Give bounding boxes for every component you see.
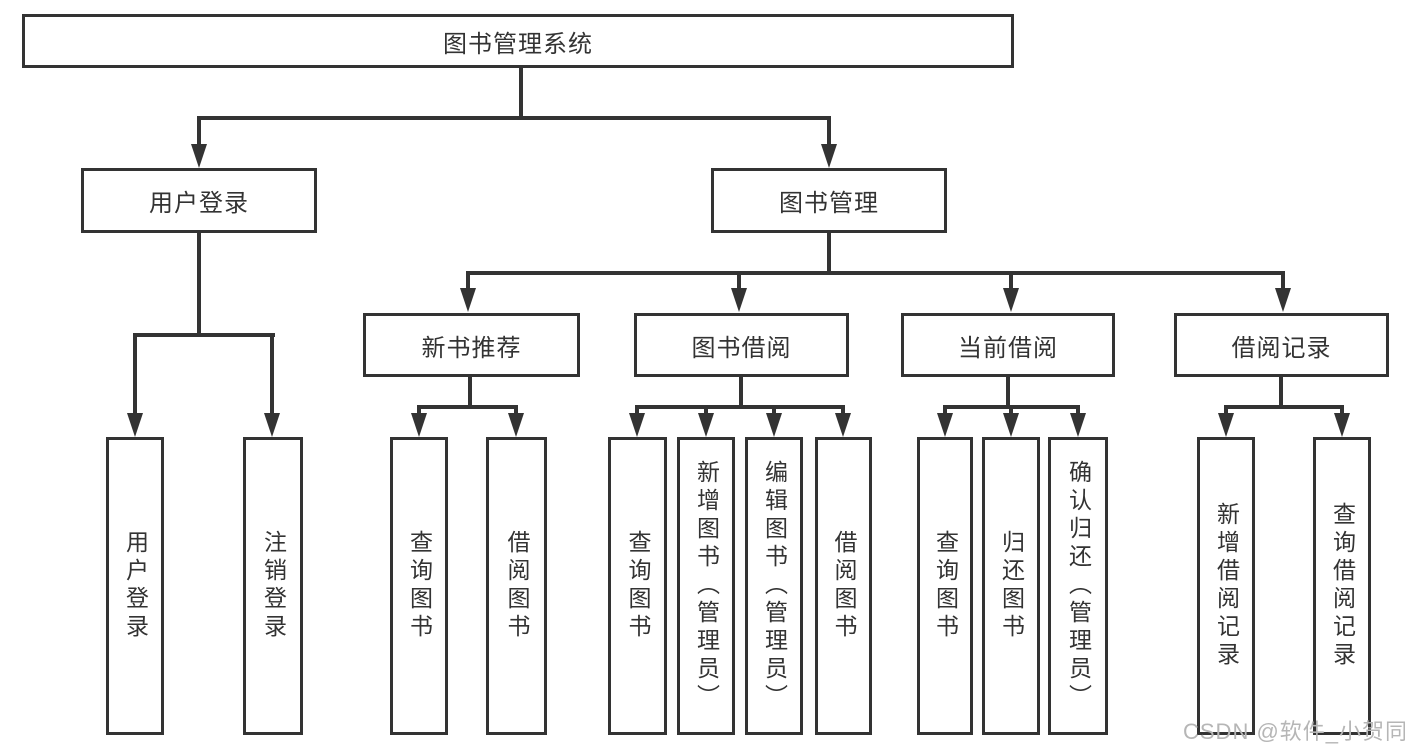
connector-line	[827, 233, 831, 275]
connector-line	[1009, 275, 1013, 293]
arrow-head	[460, 288, 476, 312]
connector-line	[635, 405, 845, 409]
node-new-book-recommend-label: 新书推荐	[421, 334, 522, 362]
leaf-add-borrow-record: 新增借阅记录	[1197, 437, 1255, 735]
leaf-logout-label: 注销登录	[260, 530, 287, 642]
leaf-query-borrow-record-label: 查询借阅记录	[1329, 502, 1356, 670]
arrow-head	[629, 413, 645, 437]
connector-line	[133, 337, 137, 417]
connector-line	[1281, 275, 1285, 293]
node-new-book-recommend: 新书推荐	[363, 313, 580, 377]
leaf-add-borrow-record-label: 新增借阅记录	[1213, 502, 1240, 670]
node-user-login-label: 用户登录	[149, 190, 249, 217]
node-book-management-label: 图书管理	[779, 190, 879, 217]
arrow-head	[1275, 288, 1291, 312]
node-book-borrowing: 图书借阅	[634, 313, 849, 377]
connector-line	[943, 405, 1080, 409]
arrow-head	[264, 413, 280, 437]
leaf-add-book-admin: 新增图书（管理员）	[677, 437, 735, 735]
arrow-head	[127, 413, 143, 437]
leaf-return-books-label: 归还图书	[998, 530, 1025, 642]
arrow-head	[508, 413, 524, 437]
connector-line	[1006, 377, 1010, 407]
leaf-query-borrow-record: 查询借阅记录	[1313, 437, 1371, 735]
node-library-system-label: 图书管理系统	[443, 30, 593, 58]
connector-line	[827, 120, 831, 148]
node-book-borrowing-label: 图书借阅	[691, 334, 792, 362]
leaf-user-login-label: 用户登录	[122, 530, 149, 642]
arrow-head	[937, 413, 953, 437]
leaf-query-books-current-label: 查询图书	[932, 530, 959, 642]
arrow-head	[1003, 288, 1019, 312]
connector-line	[197, 116, 831, 120]
arrow-head	[1070, 413, 1086, 437]
connector-line	[1224, 405, 1344, 409]
node-library-system: 图书管理系统	[22, 14, 1014, 68]
leaf-add-book-admin-label: 新增图书（管理员）	[693, 460, 720, 712]
connector-line	[468, 377, 472, 407]
connector-line	[739, 377, 743, 407]
leaf-borrow-books-recommend: 借阅图书	[486, 437, 547, 735]
leaf-query-books-borrowing: 查询图书	[608, 437, 667, 735]
connector-line	[270, 337, 274, 417]
leaf-confirm-return-admin: 确认归还（管理员）	[1048, 437, 1108, 735]
leaf-user-login: 用户登录	[106, 437, 164, 735]
arrow-head	[411, 413, 427, 437]
leaf-edit-book-admin: 编辑图书（管理员）	[745, 437, 803, 735]
connector-line	[417, 405, 518, 409]
connector-line	[466, 275, 470, 293]
node-current-borrowing: 当前借阅	[901, 313, 1115, 377]
arrow-head	[731, 288, 747, 312]
node-borrowing-records: 借阅记录	[1174, 313, 1389, 377]
node-current-borrowing-label: 当前借阅	[958, 334, 1058, 362]
connector-line	[519, 68, 523, 118]
leaf-borrow-books-recommend-label: 借阅图书	[504, 530, 530, 642]
csdn-watermark: CSDN @软件_小贺同学	[1183, 719, 1405, 744]
connector-line	[197, 120, 201, 148]
leaf-return-books: 归还图书	[982, 437, 1040, 735]
leaf-borrow-books-label: 借阅图书	[831, 530, 857, 642]
leaf-query-books-recommend: 查询图书	[390, 437, 448, 735]
arrow-head	[1334, 413, 1350, 437]
node-borrowing-records-label: 借阅记录	[1231, 334, 1332, 362]
leaf-query-books-borrowing-label: 查询图书	[625, 530, 651, 642]
leaf-query-books-recommend-label: 查询图书	[406, 530, 433, 642]
arrow-head	[1003, 413, 1019, 437]
connector-line	[737, 275, 741, 293]
arrow-head	[821, 144, 837, 168]
connector-line	[1279, 377, 1283, 407]
leaf-logout: 注销登录	[243, 437, 303, 735]
arrow-head	[1218, 413, 1234, 437]
leaf-confirm-return-admin-label: 确认归还（管理员）	[1065, 460, 1092, 712]
node-book-management: 图书管理	[711, 168, 947, 233]
leaf-edit-book-admin-label: 编辑图书（管理员）	[761, 460, 788, 712]
connector-line	[466, 271, 1285, 275]
arrow-head	[191, 144, 207, 168]
leaf-query-books-current: 查询图书	[917, 437, 973, 735]
connector-line	[133, 333, 275, 337]
node-user-login: 用户登录	[81, 168, 317, 233]
leaf-borrow-books: 借阅图书	[815, 437, 872, 735]
arrow-head	[698, 413, 714, 437]
arrow-head	[766, 413, 782, 437]
connector-line	[197, 233, 201, 337]
arrow-head	[835, 413, 851, 437]
